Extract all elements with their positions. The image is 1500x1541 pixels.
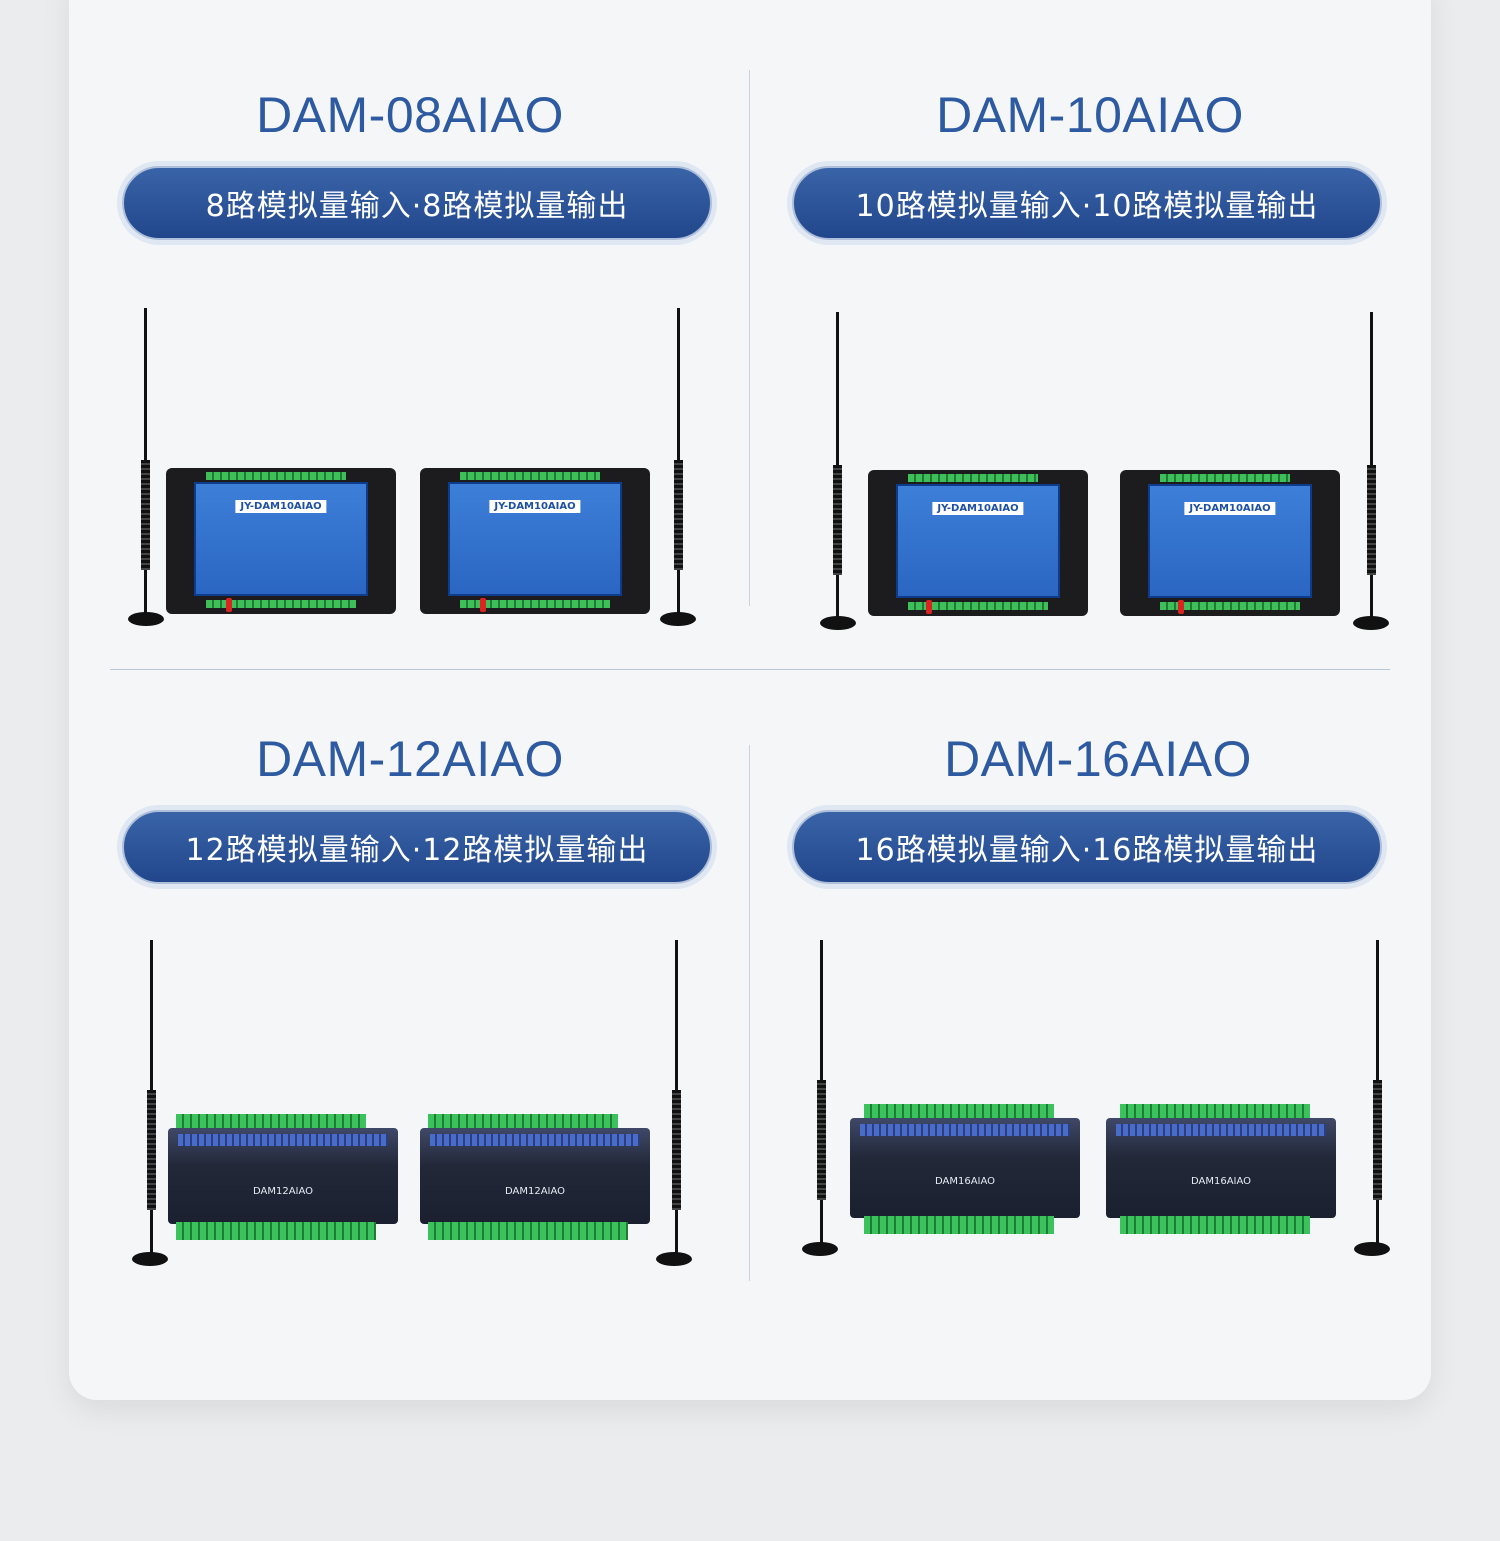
spec-pill: 8路模拟量输入·8路模拟量输出	[122, 166, 712, 240]
spec-pill: 16路模拟量输入·16路模拟量输出	[792, 810, 1382, 884]
product-image: DAM12AIAO DAM12AIAO	[120, 930, 710, 1270]
spec-pill: 10路模拟量输入·10路模拟量输出	[792, 166, 1382, 240]
model-title: DAM-10AIAO	[936, 87, 1244, 143]
device-image: JY-DAM10AIAO	[1120, 470, 1340, 616]
device-image: JY-DAM10AIAO	[868, 470, 1088, 616]
spec-pill: 12路模拟量输入·12路模拟量输出	[122, 810, 712, 884]
product-image: DAM16AIAO DAM16AIAO	[790, 930, 1390, 1270]
model-title: DAM-16AIAO	[944, 731, 1252, 787]
product-cell-4: DAM-16AIAO 16路模拟量输入·16路模拟量输出 DAM16AIAO D…	[790, 690, 1390, 1290]
product-cell-2: DAM-10AIAO 10路模拟量输入·10路模拟量输出 JY-DAM10AIA…	[790, 0, 1390, 660]
device-image: DAM12AIAO	[420, 1108, 650, 1244]
product-cell-1: DAM-08AIAO 8路模拟量输入·8路模拟量输出 JY-DAM10AIAO …	[110, 0, 712, 660]
product-image: JY-DAM10AIAO JY-DAM10AIAO	[790, 300, 1390, 640]
device-image: DAM16AIAO	[850, 1098, 1080, 1238]
vertical-divider-bottom	[749, 745, 750, 1281]
product-cell-3: DAM-12AIAO 12路模拟量输入·12路模拟量输出 DAM12AIAO D…	[110, 690, 712, 1290]
horizontal-divider	[110, 669, 1390, 670]
device-image: JY-DAM10AIAO	[420, 468, 650, 614]
model-title: DAM-12AIAO	[256, 731, 564, 787]
device-image: JY-DAM10AIAO	[166, 468, 396, 614]
product-image: JY-DAM10AIAO JY-DAM10AIAO	[120, 300, 710, 640]
device-image: DAM16AIAO	[1106, 1098, 1336, 1238]
device-image: DAM12AIAO	[168, 1108, 398, 1244]
model-title: DAM-08AIAO	[256, 87, 564, 143]
vertical-divider-top	[749, 70, 750, 606]
